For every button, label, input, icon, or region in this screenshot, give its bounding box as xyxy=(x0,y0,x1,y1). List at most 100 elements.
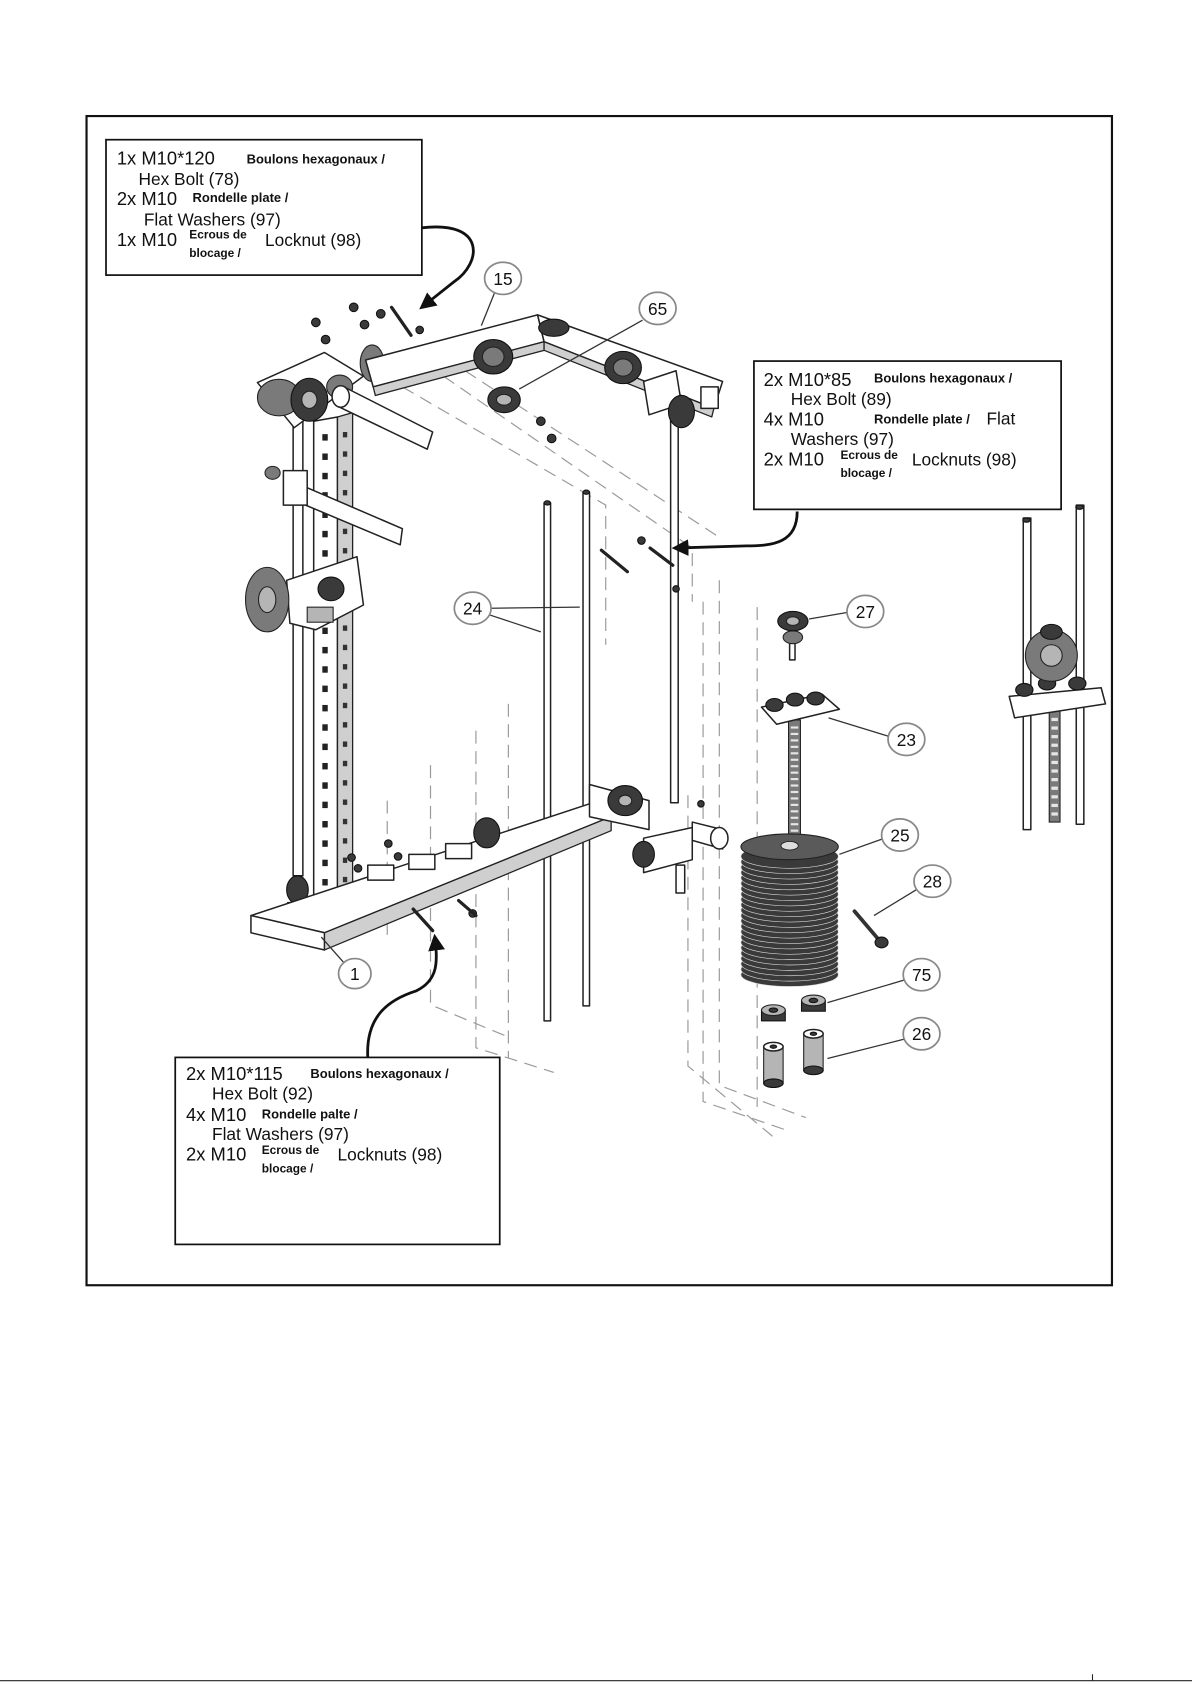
washer-english: Flat Washers (97) xyxy=(144,210,281,230)
part-number: 28 xyxy=(923,872,942,892)
upright-hole xyxy=(342,760,348,767)
upright-hole xyxy=(342,818,348,825)
inset-rod-notch xyxy=(1051,717,1058,722)
diagram-frame xyxy=(85,114,1114,1287)
guide-rods-24 xyxy=(543,489,591,1022)
part-label-75: 75 xyxy=(827,957,941,1004)
inset-rod-notch xyxy=(1051,743,1058,747)
part-label-28: 28 xyxy=(873,864,952,917)
upright-hole xyxy=(342,431,348,438)
upright-hole xyxy=(322,666,328,673)
bolt-quantity: 2x M10*115 xyxy=(186,1063,283,1084)
middle-handle-bar xyxy=(264,465,404,546)
part-label-65: 65 xyxy=(518,291,677,390)
inset-rod-notch xyxy=(1051,752,1058,756)
callout-bottom: 2x M10*115 Boulons hexagonaux / Hex Bolt… xyxy=(174,933,501,1246)
middle-pulley-housing xyxy=(244,555,365,633)
bolt-english: Hex Bolt (89) xyxy=(791,389,892,409)
top-beam-15 xyxy=(364,314,724,429)
bolt-french: Boulons hexagonaux / xyxy=(247,151,386,166)
pulley-65 xyxy=(487,386,521,414)
inset-assembled-carriage xyxy=(1008,504,1107,831)
selector-rod-notch xyxy=(790,790,799,794)
upright-hole xyxy=(342,780,348,786)
upright-hole xyxy=(322,782,328,789)
selector-rod-notch xyxy=(790,803,799,806)
part-number: 65 xyxy=(648,299,667,319)
washer-french: Rondelle plate / xyxy=(874,411,970,426)
upright-hole xyxy=(322,704,328,712)
upright-hole xyxy=(342,838,348,844)
part-number: 27 xyxy=(856,602,875,622)
part-label-27: 27 xyxy=(808,594,885,629)
nut-english: Locknuts (98) xyxy=(337,1145,442,1165)
washer-quantity: 4x M10 xyxy=(764,409,824,430)
inset-rod-notch xyxy=(1051,726,1058,730)
rear-base-bracket xyxy=(588,783,729,894)
washer-english-line2: Washers (97) xyxy=(791,429,894,449)
assembly-guide-lines xyxy=(386,370,807,1138)
upright-hole xyxy=(342,644,348,651)
nut-french-line1: Ecrous de xyxy=(262,1143,320,1157)
part-number: 25 xyxy=(890,825,909,845)
bolt-french: Boulons hexagonaux / xyxy=(874,371,1013,386)
inset-rod-notch xyxy=(1051,803,1058,808)
part-number: 24 xyxy=(463,599,483,619)
part-label-24: 24 xyxy=(453,591,580,633)
nut-quantity: 2x M10 xyxy=(186,1144,246,1165)
bolt-english: Hex Bolt (78) xyxy=(138,169,239,189)
washer-quantity: 4x M10 xyxy=(186,1104,246,1125)
selector-rod-notch xyxy=(790,771,799,774)
selector-rod-notch xyxy=(790,758,799,761)
part-label-15: 15 xyxy=(480,261,523,326)
upright-hole xyxy=(342,741,348,747)
weight-stack-25 xyxy=(740,833,839,987)
inset-rod-notch xyxy=(1051,812,1058,816)
selector-rod-notch xyxy=(790,823,799,826)
upright-hole xyxy=(342,683,348,689)
nut-quantity: 1x M10 xyxy=(117,229,177,250)
nut-english: Locknuts (98) xyxy=(912,449,1017,469)
selector-rod-notch xyxy=(790,752,799,755)
upright-hole xyxy=(342,664,348,670)
washer-english: Flat Washers (97) xyxy=(212,1124,349,1144)
upright-hole xyxy=(342,857,348,863)
selector-rod-notch xyxy=(790,829,799,832)
upright-hole xyxy=(322,453,328,460)
nut-french-line2: blocage / xyxy=(189,246,241,260)
upright-hole xyxy=(342,876,348,883)
upright-hole xyxy=(342,528,348,535)
selector-pin-28 xyxy=(852,909,889,949)
upright-hole xyxy=(322,821,328,828)
inset-rod-notch xyxy=(1051,778,1058,782)
inset-rod-notch xyxy=(1051,769,1058,773)
upright-hole xyxy=(322,724,328,731)
selector-rod-notch xyxy=(790,784,799,787)
pull-up-bar xyxy=(331,385,434,450)
base-beam-1 xyxy=(250,803,612,951)
part-label-26: 26 xyxy=(827,1016,941,1060)
upright-hole xyxy=(342,702,348,709)
part-label-23: 23 xyxy=(828,717,926,757)
upright-hole xyxy=(342,548,348,554)
upright-hole xyxy=(322,530,328,538)
upright-hole xyxy=(342,625,348,631)
rear-right-upright xyxy=(669,409,679,804)
top-pulley-27 xyxy=(777,610,809,661)
part-number: 75 xyxy=(912,965,931,985)
selector-rod-notch xyxy=(790,765,799,768)
weight-plate-hole xyxy=(780,840,799,851)
selector-rod-23 xyxy=(760,691,841,842)
upright-hole xyxy=(322,801,328,809)
selector-rod-notch xyxy=(790,739,799,742)
washer-quantity: 2x M10 xyxy=(117,188,177,209)
part-label-25: 25 xyxy=(839,817,920,855)
washer-french: Rondelle plate / xyxy=(193,190,289,205)
selector-rod-notch xyxy=(790,810,799,813)
upright-hole xyxy=(322,511,328,518)
bolt-french: Boulons hexagonaux / xyxy=(310,1066,449,1081)
washer-english-line1: Flat xyxy=(986,409,1015,429)
selector-rod-notch xyxy=(790,732,799,736)
inset-rod-notch xyxy=(1051,735,1058,739)
